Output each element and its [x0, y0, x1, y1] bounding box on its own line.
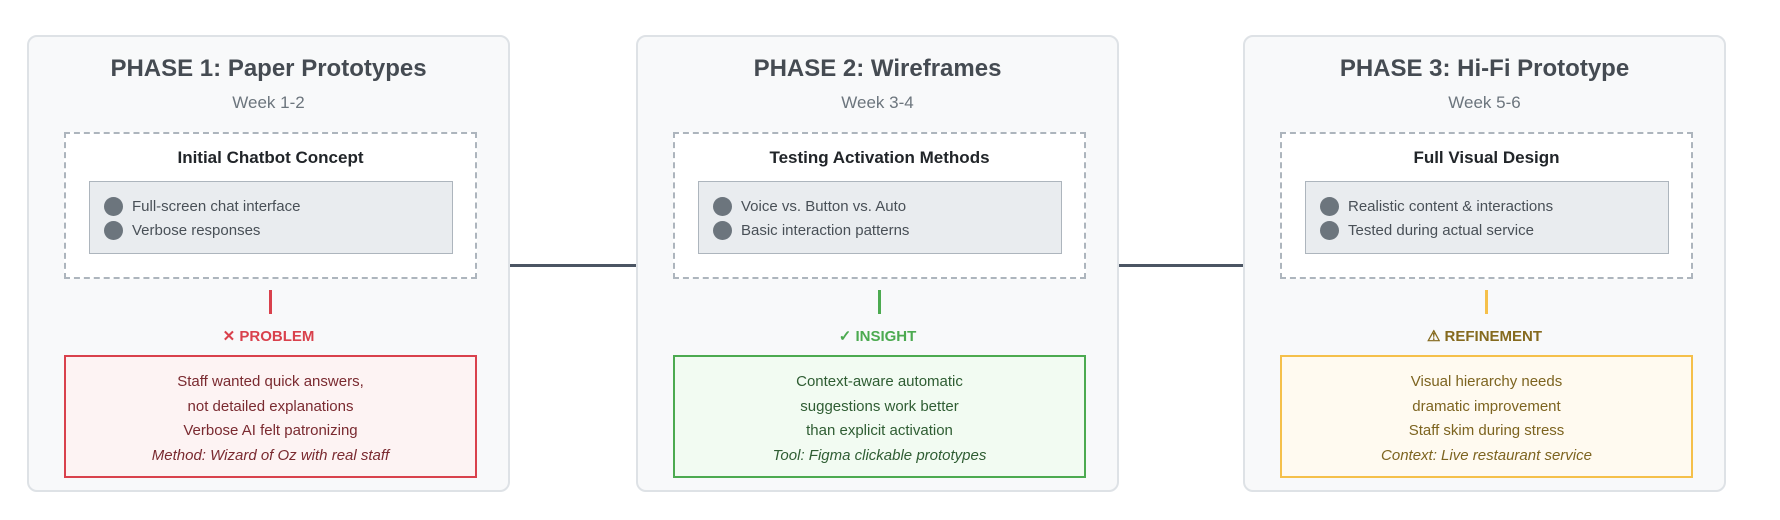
concept-title: Testing Activation Methods — [769, 148, 990, 167]
concept-box: Initial Chatbot Concept Full-screen chat… — [64, 132, 477, 279]
outcome-note: Tool: Figma clickable prototypes — [772, 446, 987, 464]
list-item: Full-screen chat interface — [104, 194, 452, 218]
bullet-icon — [1320, 196, 1339, 216]
outcome-box: Staff wanted quick answers, not detailed … — [64, 355, 477, 478]
outcome-line: than explicit activation — [806, 422, 953, 439]
outcome-box: Context-aware automatic suggestions work … — [673, 355, 1086, 478]
list-item: Basic interaction patterns — [713, 218, 1061, 242]
concept-title: Full Visual Design — [1413, 148, 1560, 167]
bullet-icon — [713, 220, 732, 240]
phase-title: PHASE 2: Wireframes — [753, 55, 1002, 82]
outcome-line: Staff wanted quick answers, — [177, 373, 364, 390]
check-label: ✓ INSIGHT — [838, 328, 917, 345]
x-label: ✕ PROBLEM — [222, 328, 315, 345]
outcome-note: Method: Wizard of Oz with real staff — [151, 446, 390, 464]
bullet-icon — [1320, 220, 1339, 240]
bullet-text: Voice vs. Button vs. Auto — [741, 197, 907, 215]
bullet-text: Tested during actual service — [1348, 221, 1534, 239]
phase-week: Week 3-4 — [841, 93, 914, 112]
phase-week: Week 5-6 — [1448, 93, 1521, 112]
list-item: Verbose responses — [104, 218, 452, 242]
phase-title: PHASE 1: Paper Prototypes — [110, 55, 427, 82]
phase-card-1: PHASE 1: Paper Prototypes Week 1-2 Initi… — [27, 35, 510, 492]
bullet-text: Full-screen chat interface — [132, 197, 301, 215]
bullet-text: Verbose responses — [132, 221, 261, 239]
outcome-line: Verbose AI felt patronizing — [183, 422, 358, 439]
connector-2-3 — [1119, 264, 1245, 267]
bullet-icon — [104, 220, 123, 240]
outcome-line: not detailed explanations — [187, 397, 354, 415]
outcome-line: suggestions work better — [800, 397, 959, 415]
connector-1-2 — [509, 264, 638, 267]
connector-tick — [1485, 290, 1488, 314]
outcome-note: Context: Live restaurant service — [1381, 446, 1592, 464]
phase-card-3: PHASE 3: Hi-Fi Prototype Week 5-6 Full V… — [1243, 35, 1726, 492]
concept-box: Testing Activation Methods Voice vs. But… — [673, 132, 1086, 279]
phase-week: Week 1-2 — [232, 93, 305, 112]
outcome-line: Staff skim during stress — [1408, 422, 1565, 439]
list-item: Voice vs. Button vs. Auto — [713, 194, 1061, 218]
bullet-icon — [713, 196, 732, 216]
outcome-box: Visual hierarchy needs dramatic improveme… — [1280, 355, 1693, 478]
phase-card-2: PHASE 2: Wireframes Week 3-4 Testing Act… — [636, 35, 1119, 492]
outcome-line: dramatic improvement — [1412, 397, 1561, 415]
concept-box: Full Visual Design Realistic content & i… — [1280, 132, 1693, 279]
outcome-line: Visual hierarchy needs — [1410, 373, 1563, 390]
connector-tick — [878, 290, 881, 314]
phase-title: PHASE 3: Hi-Fi Prototype — [1339, 55, 1630, 82]
bullet-text: Realistic content & interactions — [1348, 197, 1554, 215]
concept-title: Initial Chatbot Concept — [177, 148, 364, 167]
warning-label: ⚠ REFINEMENT — [1426, 328, 1543, 345]
list-item: Tested during actual service — [1320, 218, 1668, 242]
outcome-line: Context-aware automatic — [796, 373, 963, 390]
list-item: Realistic content & interactions — [1320, 194, 1668, 218]
bullet-icon — [104, 196, 123, 216]
connector-tick — [269, 290, 272, 314]
bullet-text: Basic interaction patterns — [741, 221, 910, 239]
